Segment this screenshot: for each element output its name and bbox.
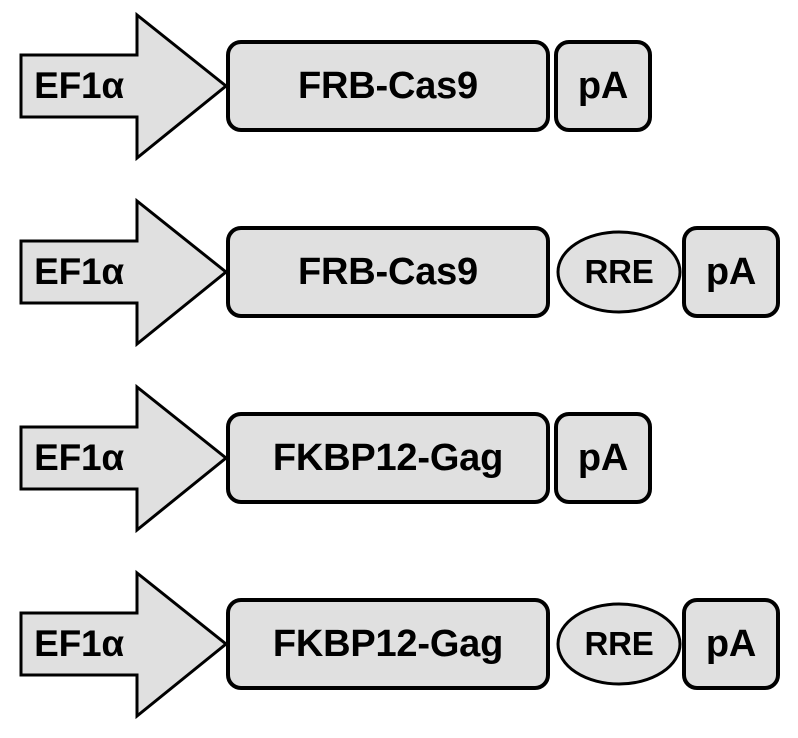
construct-row-4: EF1α FKBP12-Gag RRE pA bbox=[0, 558, 798, 738]
polya-box-shape bbox=[554, 40, 652, 132]
construct-row-3: EF1α FKBP12-Gag pA bbox=[0, 372, 798, 552]
promoter-arrow-shape bbox=[19, 383, 229, 534]
promoter-arrow-shape bbox=[19, 569, 229, 720]
rre-ellipse-shape bbox=[556, 602, 682, 686]
construct-row-1: EF1α FRB-Cas9 pA bbox=[0, 0, 798, 180]
construct-3-shapes bbox=[19, 383, 652, 534]
construct-1-shapes bbox=[19, 11, 652, 162]
gene-box-shape bbox=[226, 412, 550, 504]
polya-box-shape bbox=[682, 598, 780, 690]
gene-box-shape bbox=[226, 598, 550, 690]
construct-row-2: EF1α FRB-Cas9 RRE pA bbox=[0, 186, 798, 366]
rre-ellipse-shape bbox=[556, 230, 682, 314]
construct-4-shapes bbox=[19, 569, 780, 720]
polya-box-shape bbox=[554, 412, 652, 504]
promoter-arrow-shape bbox=[19, 197, 229, 348]
gene-box-shape bbox=[226, 226, 550, 318]
promoter-arrow-shape bbox=[19, 11, 229, 162]
construct-2-shapes bbox=[19, 197, 780, 348]
gene-box-shape bbox=[226, 40, 550, 132]
polya-box-shape bbox=[682, 226, 780, 318]
